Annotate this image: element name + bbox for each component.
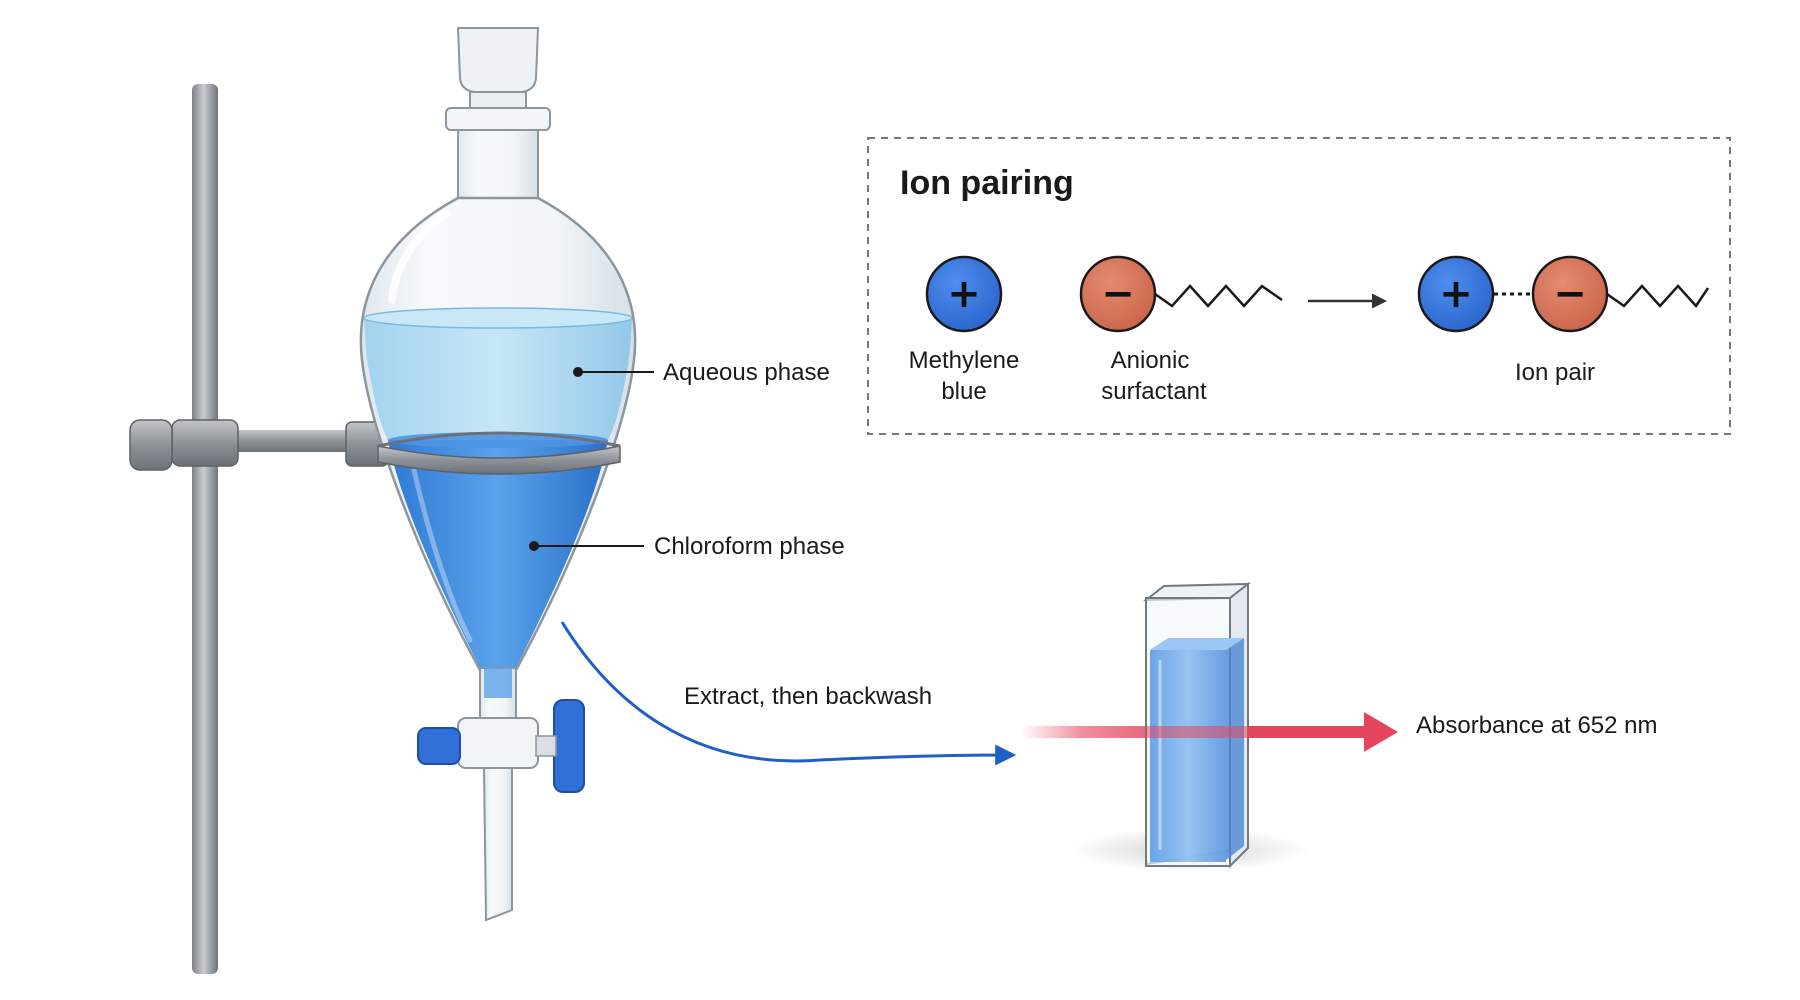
chloroform-phase-label: Chloroform phase bbox=[654, 533, 845, 560]
beam-arrowhead bbox=[1364, 712, 1398, 752]
methylene-blue-cation: + bbox=[925, 255, 1003, 333]
chloroform-phase-callout: Chloroform phase bbox=[529, 533, 845, 560]
stopcock-left-cap bbox=[417, 727, 461, 765]
clamp-arm bbox=[220, 430, 360, 452]
aqueous-phase-label: Aqueous phase bbox=[663, 359, 830, 386]
funnel-neck bbox=[457, 129, 539, 201]
funnel-stem-tip bbox=[482, 767, 513, 922]
ion-pairing-border bbox=[867, 137, 1731, 435]
stopcock-body bbox=[457, 717, 539, 769]
absorbance-label: Absorbance at 652 nm bbox=[1416, 712, 1658, 739]
ion-pair: + − bbox=[1417, 255, 1710, 333]
transfer-label: Extract, then backwash bbox=[684, 683, 932, 710]
methylene-blue-label-line1: Methylene bbox=[909, 347, 1020, 374]
cuvette-liquid bbox=[1150, 650, 1226, 862]
funnel-neck-collar bbox=[445, 107, 551, 131]
thumb-screw bbox=[129, 419, 173, 471]
aqueous-phase-callout: Aqueous phase bbox=[573, 359, 830, 386]
boss-head bbox=[171, 419, 239, 467]
ion-pairing-panel: Ion pairing + Methylene blue − Anionic s… bbox=[867, 137, 1731, 435]
stopcock-handle bbox=[553, 699, 585, 793]
anion-minus-sign: − bbox=[1101, 271, 1135, 317]
light-beam-out bbox=[1248, 726, 1368, 738]
ion-pair-plus-sign: + bbox=[1439, 271, 1473, 317]
stand-rod bbox=[192, 84, 218, 974]
ring-stand bbox=[129, 84, 389, 974]
surfactant-label-line1: Anionic bbox=[1111, 347, 1190, 374]
ion-pair-tail bbox=[1606, 284, 1710, 309]
methylene-blue-label-line2: blue bbox=[941, 378, 986, 405]
anionic-surfactant: − bbox=[1079, 255, 1283, 333]
ion-pair-label: Ion pair bbox=[1515, 359, 1595, 386]
aqueous-layer bbox=[364, 318, 632, 440]
ion-pair-minus-sign: − bbox=[1553, 271, 1587, 317]
stopcock bbox=[417, 699, 585, 793]
spectrophotometer-setup: Absorbance at 652 nm bbox=[1020, 581, 1658, 872]
chloroform-layer bbox=[388, 440, 608, 668]
cation-plus-sign: + bbox=[947, 271, 981, 317]
transfer-arrow bbox=[560, 621, 1017, 766]
surfactant-tail bbox=[1154, 284, 1283, 308]
separatory-funnel bbox=[359, 27, 637, 922]
surfactant-label-line2: surfactant bbox=[1101, 378, 1207, 405]
support-ring bbox=[377, 445, 621, 475]
stopper bbox=[456, 27, 540, 93]
ion-pairing-title: Ion pairing bbox=[900, 164, 1074, 202]
